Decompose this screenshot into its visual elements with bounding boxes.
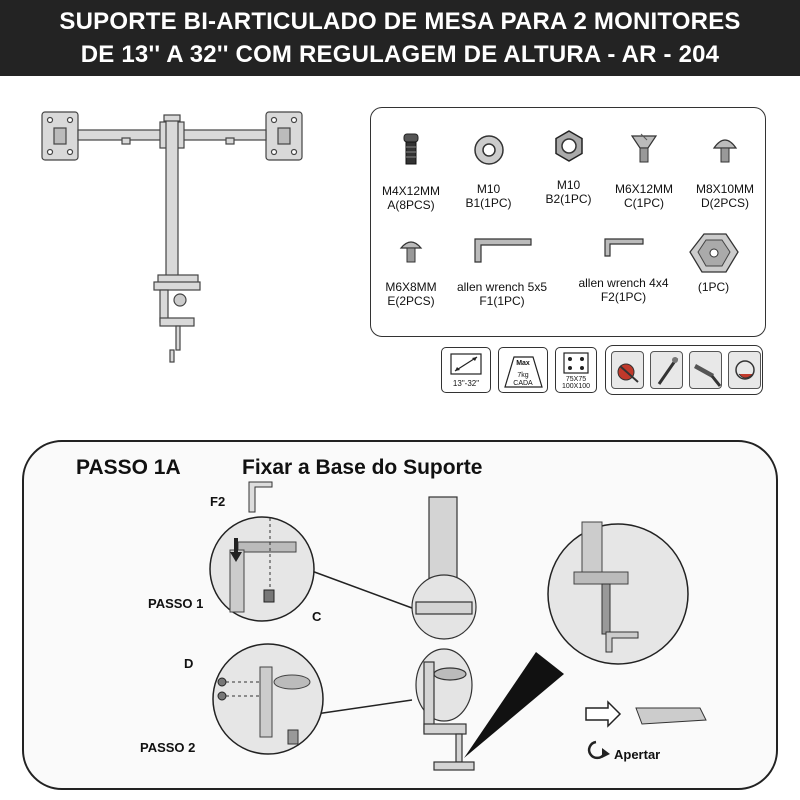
zoom-pointer <box>464 652 564 758</box>
part-b1-name: M10 <box>476 182 501 196</box>
mushroom-screw-icon <box>712 139 738 163</box>
part-base-plate-code: (1PC) <box>697 280 730 294</box>
part-a-code: A(8PCS) <box>387 198 435 212</box>
part-c: M6X12MM C(1PC) <box>609 128 679 210</box>
part-a: M4X12MM A(8PCS) <box>376 130 446 212</box>
vesa-line-1: 75X75 <box>565 376 587 383</box>
step-title: Fixar a Base do Suporte <box>242 456 483 479</box>
screen-size-icon <box>450 353 482 375</box>
passo-1-detail <box>209 516 315 622</box>
drill-icon <box>689 351 722 389</box>
step-1a-diagram <box>209 481 707 771</box>
vesa-pattern-icon <box>563 352 589 374</box>
part-d: M8X10MM D(2PCS) <box>689 130 761 210</box>
clamp-screw-detail <box>547 521 689 665</box>
part-a-name: M4X12MM <box>381 184 440 198</box>
label-passo-2: PASSO 2 <box>140 740 196 755</box>
weight-icon <box>504 356 543 388</box>
part-b1: M10 B1(1PC) <box>456 130 521 210</box>
label-tighten: Apertar <box>614 747 661 762</box>
part-d-code: D(2PCS) <box>700 196 749 210</box>
title-banner: SUPORTE BI-ARTICULADO DE MESA PARA 2 MON… <box>0 0 800 76</box>
vesa-spec: 75X75 100X100 <box>555 347 597 393</box>
dual-monitor-mount-illustration <box>41 111 303 363</box>
step-number: PASSO 1A <box>76 456 181 479</box>
max-weight-spec: Max 7kg CADA <box>498 347 548 393</box>
table-block <box>635 707 707 725</box>
parts-list-box: M4X12MM A(8PCS) M10 B1(1PC) M10 B2(1PC) … <box>370 107 766 337</box>
part-e-code: E(2PCS) <box>387 294 435 308</box>
screw-icon <box>403 133 419 165</box>
base-plate-icon <box>688 233 739 273</box>
max-per-text: CADA <box>513 380 533 387</box>
label-f2: F2 <box>210 494 226 509</box>
label-d: D <box>184 656 194 671</box>
tools-box <box>605 345 763 395</box>
part-f2-code: F2(1PC) <box>600 290 647 304</box>
screen-size-text: 13"-32" <box>452 379 480 388</box>
washer-icon <box>473 135 504 165</box>
countersunk-screw-icon <box>630 133 658 163</box>
passo-2-detail <box>212 643 324 755</box>
max-label: Max <box>516 360 530 367</box>
part-b1-code: B1(1PC) <box>465 196 512 210</box>
label-c: C <box>312 609 322 624</box>
allen-wrench-icon <box>603 238 644 257</box>
part-f2: allen wrench 4x4 F2(1PC) <box>566 234 681 304</box>
title-line-2: DE 13'' A 32'' COM REGULAGEM DE ALTURA -… <box>80 41 720 68</box>
allen-wrench-icon <box>474 238 532 263</box>
part-f1-code: F1(1PC) <box>479 294 525 308</box>
pole-clamp-assembly <box>411 496 477 771</box>
screwdriver-icon <box>611 351 644 389</box>
part-e-name: M6X8MM <box>385 280 437 294</box>
rotate-arrow-icon <box>587 740 606 760</box>
label-passo-1: PASSO 1 <box>148 596 204 611</box>
part-c-code: C(1PC) <box>623 196 664 210</box>
part-d-name: M8X10MM <box>695 182 754 196</box>
arrow-right-icon <box>585 700 622 728</box>
vesa-line-2: 100X100 <box>561 383 591 390</box>
screwdriver-tip-icon <box>650 351 683 389</box>
part-f1: allen wrench 5x5 F1(1PC) <box>443 234 561 308</box>
step-1a-panel: PASSO 1A Fixar a Base do Suporte <box>22 440 778 790</box>
part-b2-code: B2(1PC) <box>545 192 592 206</box>
part-e: M6X8MM E(2PCS) <box>376 234 446 308</box>
part-base-plate: (1PC) <box>676 230 751 294</box>
small-screw-icon <box>399 241 423 263</box>
part-f1-name: allen wrench 5x5 <box>456 280 548 294</box>
title-line-1: SUPORTE BI-ARTICULADO DE MESA PARA 2 MON… <box>59 8 741 35</box>
part-c-name: M6X12MM <box>614 182 673 196</box>
part-f2-name: allen wrench 4x4 <box>578 276 669 290</box>
max-weight-text: 7kg <box>517 372 529 379</box>
hand-tighten-icon <box>728 351 761 389</box>
nut-icon <box>554 130 583 162</box>
part-b2: M10 B2(1PC) <box>536 126 601 206</box>
part-b2-name: M10 <box>556 178 581 192</box>
screen-size-spec: 13"-32" <box>441 347 491 393</box>
